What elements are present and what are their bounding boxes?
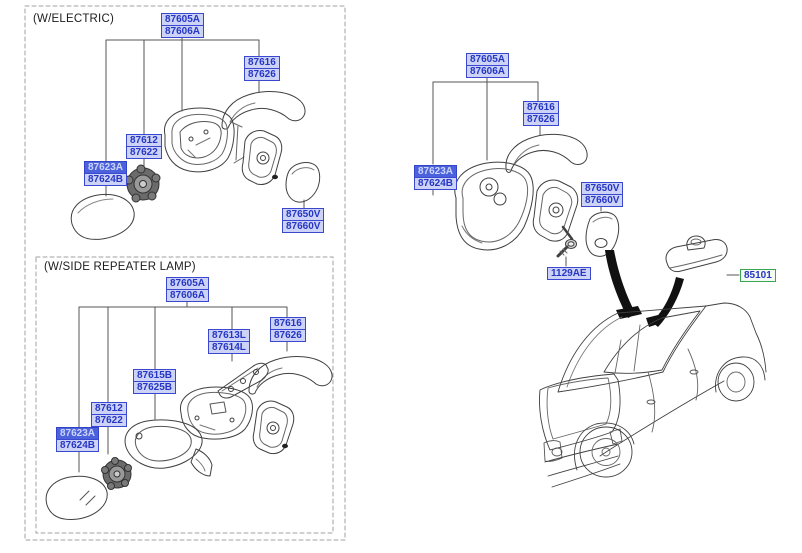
- label-electric-base-cover[interactable]: 87650V 87660V: [282, 208, 325, 233]
- repeater-lamp-drawing: [217, 362, 269, 399]
- label-electric-mirror-assy[interactable]: 87605A 87606A: [161, 13, 205, 38]
- part-number[interactable]: 87606A: [161, 25, 205, 38]
- part-number[interactable]: 87624B: [56, 439, 100, 452]
- electric-actuator-drawing: [124, 164, 161, 203]
- main-bracket-drawing: [532, 179, 579, 242]
- label-electric-mirror-glass[interactable]: 87623A 87624B: [84, 161, 128, 186]
- repeater-actuator-drawing: [101, 457, 132, 490]
- main-connector-lines: [432, 76, 740, 276]
- label-main-mirror-glass[interactable]: 87623A 87624B: [414, 165, 458, 190]
- part-number[interactable]: 87660V: [581, 194, 624, 207]
- part-number-green[interactable]: 85101: [740, 269, 776, 282]
- electric-bracket-drawing: [241, 130, 283, 185]
- label-main-base-cover[interactable]: 87650V 87660V: [581, 182, 624, 207]
- part-number[interactable]: 87624B: [84, 173, 128, 186]
- repeater-mirror-cover-drawing: [248, 356, 333, 395]
- label-repeater-mirror-glass[interactable]: 87623A 87624B: [56, 427, 100, 452]
- part-number[interactable]: 87622: [91, 414, 127, 427]
- inside-mirror-drawing: [665, 235, 728, 273]
- label-repeater-mirror-assy[interactable]: 87605A 87606A: [166, 277, 210, 302]
- label-repeater-mirror-cover[interactable]: 87616 87626: [270, 317, 306, 342]
- part-number[interactable]: 87606A: [466, 65, 510, 78]
- part-number[interactable]: 87626: [270, 329, 306, 342]
- part-number[interactable]: 87660V: [282, 220, 325, 233]
- part-number[interactable]: 87625B: [133, 381, 177, 394]
- electric-housing-drawing: [163, 107, 245, 173]
- part-number[interactable]: 87613L: [208, 329, 250, 342]
- part-number[interactable]: 87616: [244, 56, 280, 69]
- label-main-mirror-cover[interactable]: 87616 87626: [523, 101, 559, 126]
- label-electric-mirror-cover[interactable]: 87616 87626: [244, 56, 280, 81]
- part-number[interactable]: 87605A: [166, 277, 210, 290]
- electric-panel-title: (W/ELECTRIC): [33, 13, 114, 25]
- repeater-frame-drawing: [124, 419, 213, 477]
- repeater-glass-drawing: [45, 475, 108, 520]
- part-number[interactable]: 87622: [126, 146, 162, 159]
- part-number[interactable]: 1129AE: [547, 267, 591, 280]
- main-housing-drawing: [454, 161, 534, 251]
- repeater-panel-title: (W/SIDE REPEATER LAMP): [44, 261, 196, 273]
- electric-connector-lines: [105, 36, 305, 209]
- inside-mirror-arrow: [652, 277, 684, 327]
- label-repeater-housing[interactable]: 87615B 87625B: [133, 369, 177, 394]
- door-mirror-arrow: [605, 250, 636, 318]
- part-number[interactable]: 87606A: [166, 289, 210, 302]
- electric-variant-box: [24, 5, 346, 541]
- label-repeater-actuator[interactable]: 87612 87622: [91, 402, 127, 427]
- label-repeater-lamp[interactable]: 87613L 87614L: [208, 329, 250, 354]
- repeater-variant-box: [35, 256, 334, 534]
- label-main-mirror-assy[interactable]: 87605A 87606A: [466, 53, 510, 78]
- label-electric-actuator[interactable]: 87612 87622: [126, 134, 162, 159]
- label-screw[interactable]: 1129AE: [547, 267, 591, 280]
- main-base-cover-drawing: [585, 211, 620, 257]
- locator-arrows: [605, 250, 684, 327]
- part-number[interactable]: 87614L: [208, 341, 250, 354]
- electric-glass-drawing: [70, 193, 135, 240]
- electric-base-cover-drawing: [285, 162, 321, 203]
- part-number[interactable]: 87626: [523, 113, 559, 126]
- part-number[interactable]: 87626: [244, 68, 280, 81]
- car-drawing: [539, 302, 767, 488]
- repeater-housing-drawing: [179, 386, 253, 440]
- main-mirror-cover-drawing: [505, 133, 588, 173]
- label-inside-mirror[interactable]: 85101: [740, 269, 776, 282]
- part-number[interactable]: 87624B: [414, 177, 458, 190]
- main-screw-drawing: [556, 239, 577, 258]
- repeater-bracket-drawing: [252, 400, 295, 455]
